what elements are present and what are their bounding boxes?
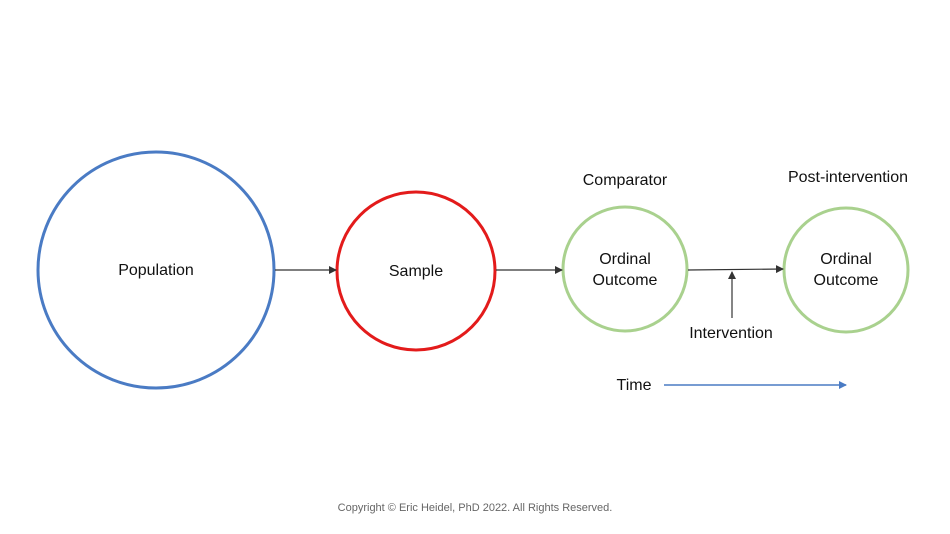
comparator-outcome-line2: Outcome [592,272,658,289]
time-label: Time [616,377,652,394]
post-intervention-outcome-label: Ordinal Outcome [796,249,896,291]
comparator-circle [561,205,689,333]
sample-circle [335,190,497,352]
comparator-heading: Comparator [582,172,668,189]
comparator-outcome-line1: Ordinal [599,251,651,268]
post-intervention-circle [782,206,910,334]
intervention-label: Intervention [689,325,773,342]
post-intervention-outcome-line1: Ordinal [820,251,872,268]
comparator-to-post-arrow [687,265,784,274]
population-circle [36,150,276,390]
comparator-outcome-label: Ordinal Outcome [575,249,675,291]
post-intervention-outcome-line2: Outcome [813,272,879,289]
copyright-notice: Copyright © Eric Heidel, PhD 2022. All R… [337,502,613,514]
population-label: Population [118,262,194,279]
sample-label: Sample [388,263,444,280]
post-intervention-heading: Post-intervention [787,169,909,186]
